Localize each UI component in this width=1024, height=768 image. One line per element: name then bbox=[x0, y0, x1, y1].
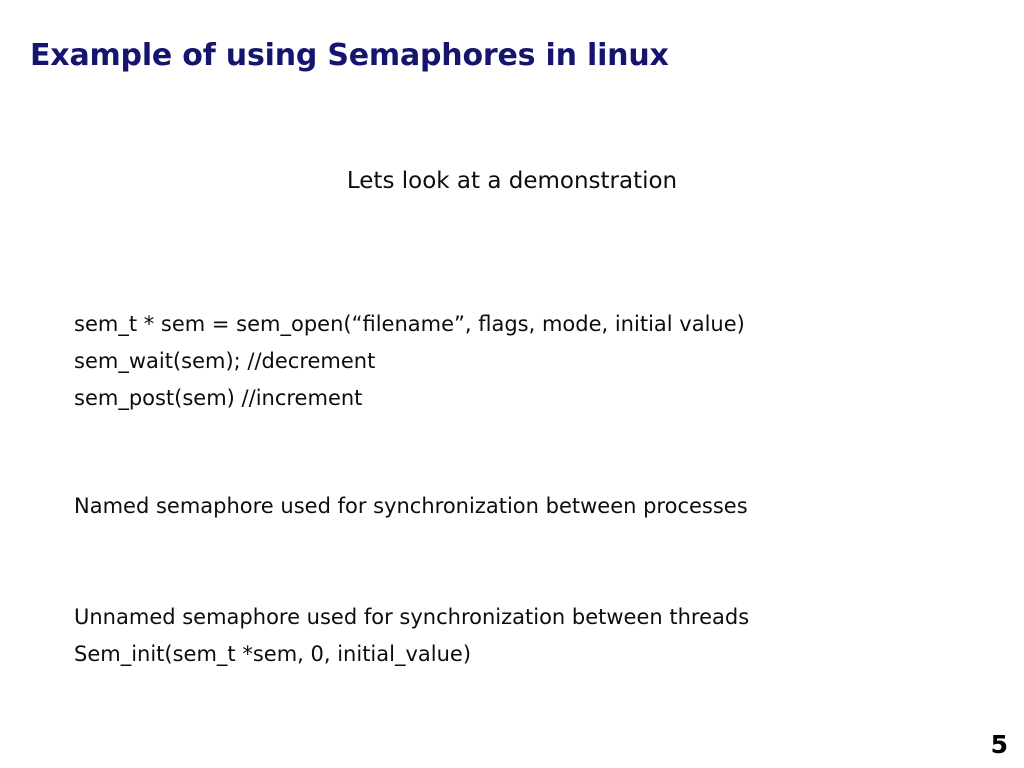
unnamed-semaphore-description: Unnamed semaphore used for synchronizati… bbox=[74, 605, 750, 629]
unnamed-semaphore-block: Unnamed semaphore used for synchronizati… bbox=[74, 599, 749, 673]
code-line-sem-wait: sem_wait(sem); //decrement bbox=[74, 349, 376, 373]
code-line-sem-post: sem_post(sem) //increment bbox=[74, 386, 363, 410]
slide-title: Example of using Semaphores in linux bbox=[30, 38, 669, 74]
code-line-sem-open: sem_t * sem = sem_open(“filename”, flags… bbox=[74, 312, 745, 336]
named-semaphore-description: Named semaphore used for synchronization… bbox=[74, 494, 748, 518]
intro-line: Lets look at a demonstration bbox=[346, 168, 678, 194]
code-line-sem-init: Sem_init(sem_t *sem, 0, initial_value) bbox=[74, 642, 472, 666]
code-example-block: sem_t * sem = sem_open(“filename”, flags… bbox=[74, 306, 745, 417]
named-semaphore-block: Named semaphore used for synchronization… bbox=[74, 488, 748, 525]
page-number: 5 bbox=[990, 730, 1008, 759]
